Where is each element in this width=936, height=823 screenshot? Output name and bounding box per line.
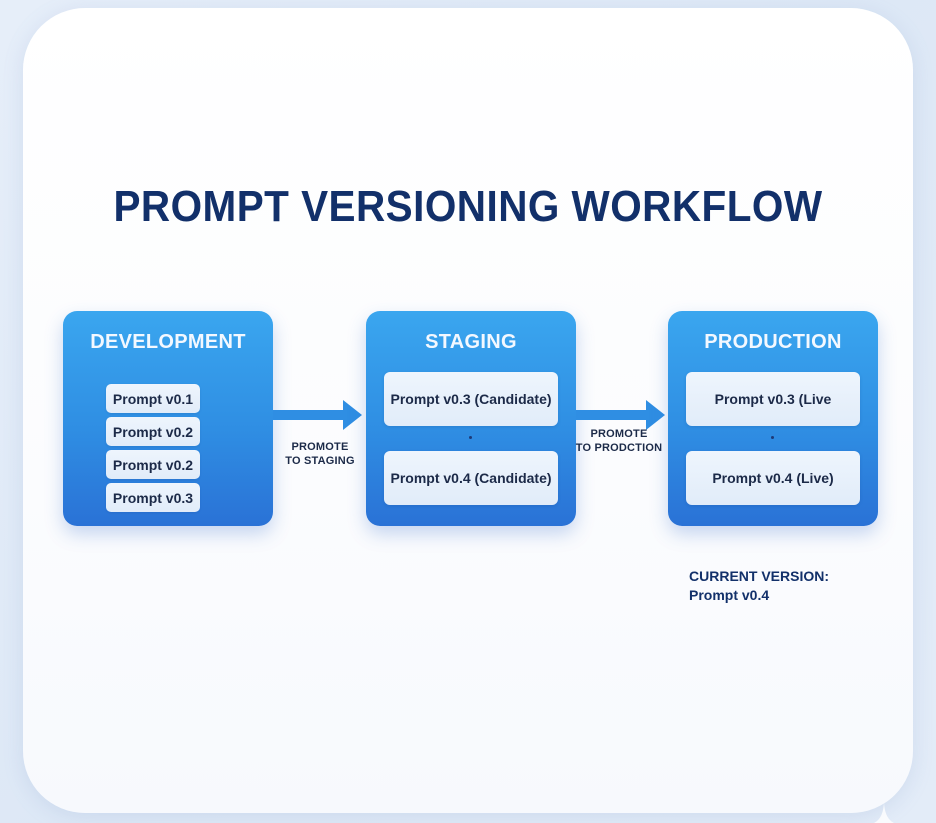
transition-label-line: PROMOTE [590, 428, 648, 440]
transition-label-staging: PROMOTE TO STAGING [276, 440, 364, 468]
version-item: Prompt v0.3 (Candidate) [384, 372, 558, 426]
arrow-head [343, 400, 362, 430]
version-item: Prompt v0.4 (Candidate) [384, 451, 558, 505]
current-version: CURRENT VERSION: Prompt v0.4 [689, 567, 829, 605]
arrow-shaft [576, 410, 648, 420]
transition-label-line: PROMOTE [291, 441, 349, 453]
version-item: Prompt v0.1 [106, 384, 200, 413]
stage-staging: STAGING Prompt v0.3 (Candidate) Prompt v… [366, 311, 576, 526]
transition-label-line: TO STAGING [285, 455, 355, 467]
arrow-right-icon [576, 400, 665, 430]
current-version-label: CURRENT VERSION: [689, 568, 830, 584]
stage-title: DEVELOPMENT [90, 331, 246, 353]
stage-title: STAGING [425, 331, 517, 353]
stage-development: DEVELOPMENT Prompt v0.1 Prompt v0.2 Prom… [63, 311, 273, 526]
version-item: Prompt v0.2 [106, 417, 200, 446]
transition-label-production: PROMOTE TO PRODCTION [572, 427, 666, 455]
version-item: Prompt v0.3 (Live [686, 372, 860, 426]
arrow-head [646, 400, 665, 430]
diagram-title: PROMPT VERSIONING WORKFLOW [113, 182, 823, 231]
separator-dot [469, 436, 472, 439]
arrow-right-icon [273, 400, 362, 430]
stage-production: PRODUCTION Prompt v0.3 (Live Prompt v0.4… [668, 311, 878, 526]
corner-shape [874, 800, 894, 823]
stage-title: PRODUCTION [704, 331, 842, 353]
current-version-value: Prompt v0.4 [689, 587, 770, 603]
transition-label-line: TO PRODCTION [575, 442, 663, 454]
separator-dot [771, 436, 774, 439]
arrow-shaft [273, 410, 345, 420]
version-item: Prompt v0.3 [106, 483, 200, 512]
version-item: Prompt v0.4 (Live) [686, 451, 860, 505]
decorative-corner-shape [874, 800, 894, 823]
version-item: Prompt v0.2 [106, 450, 200, 479]
